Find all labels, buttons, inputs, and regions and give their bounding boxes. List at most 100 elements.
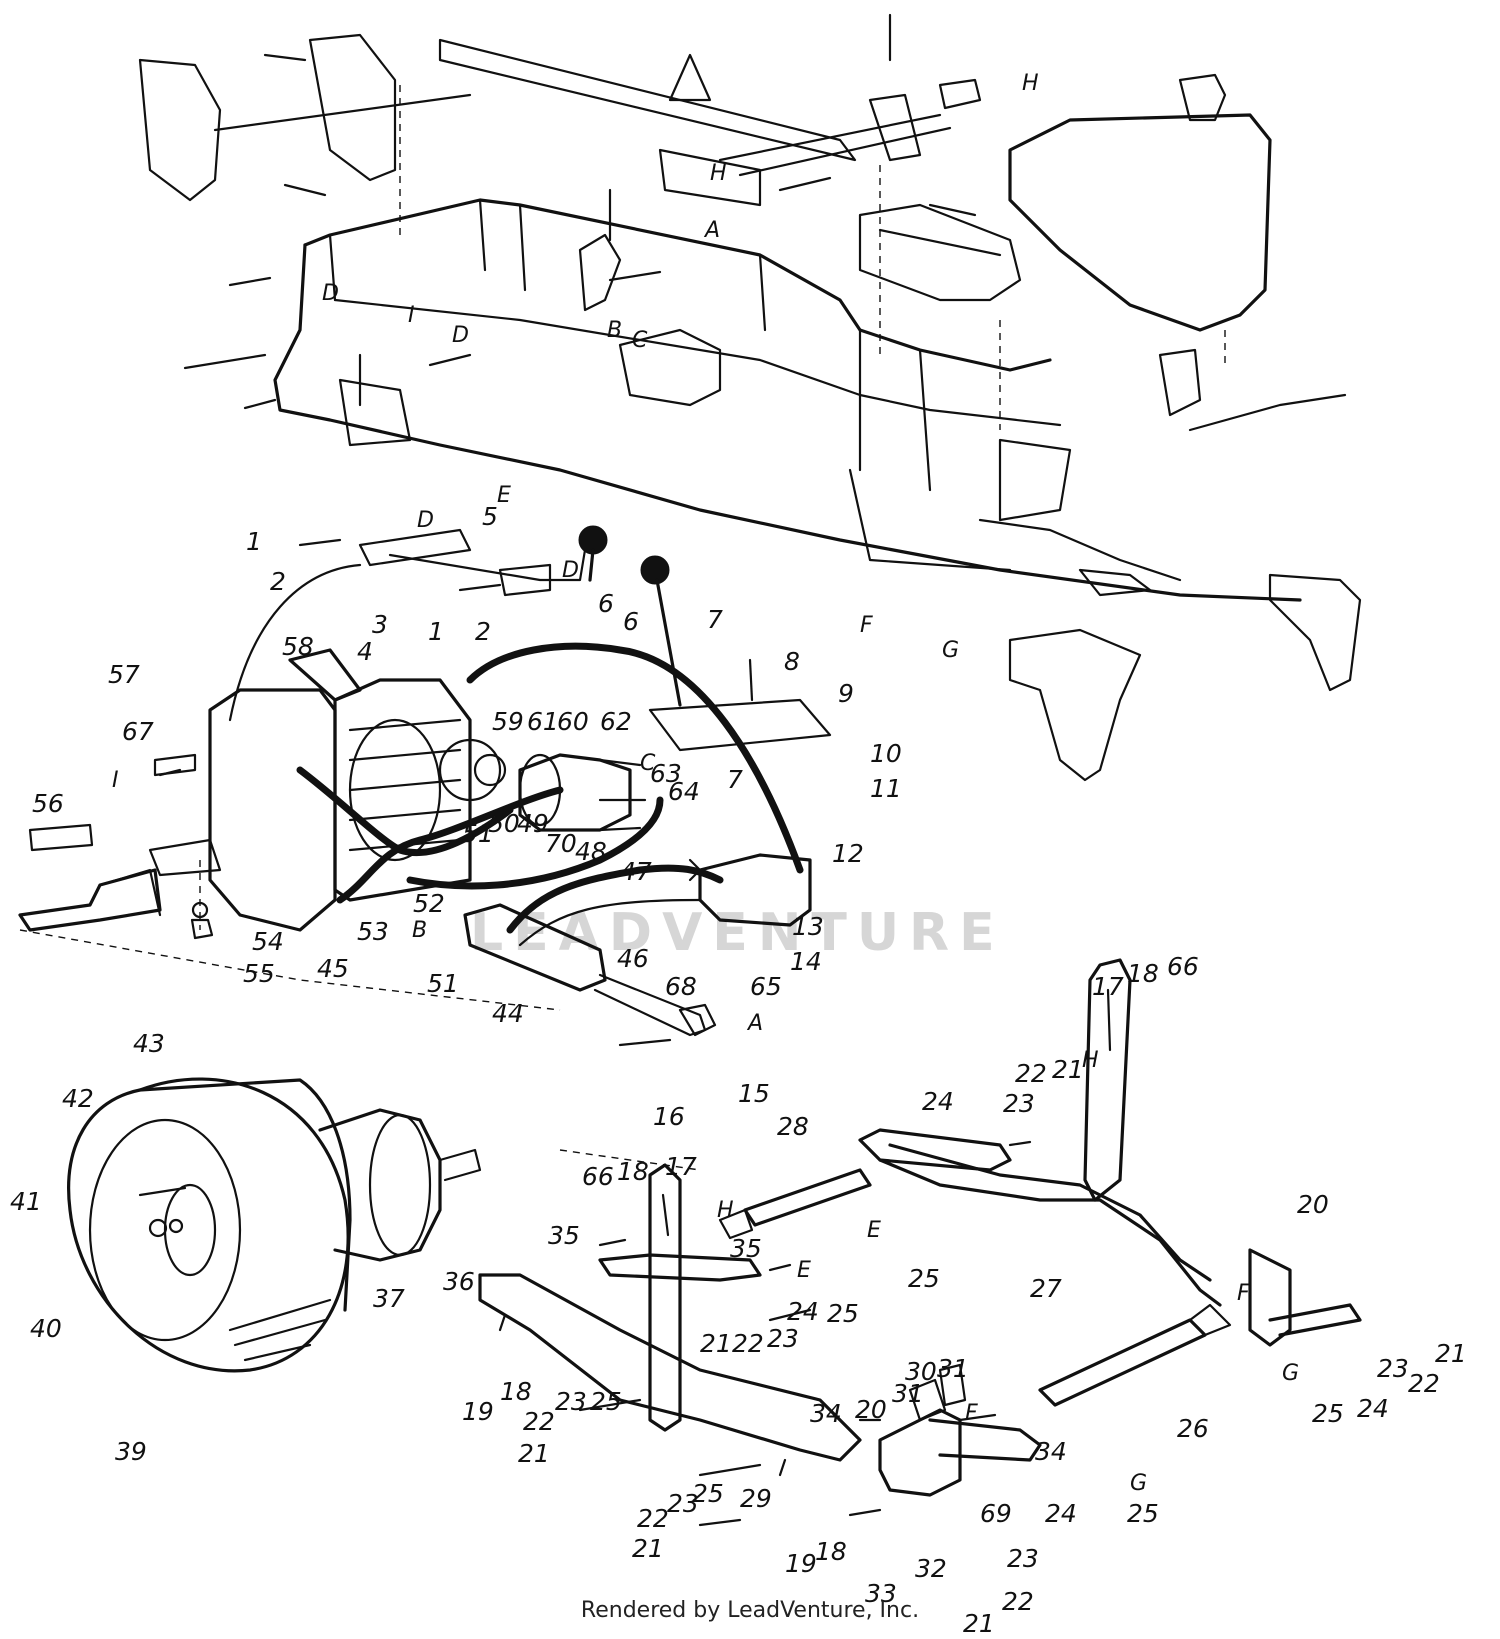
ref-letter-f: F bbox=[860, 613, 873, 638]
callout-59: 59 bbox=[492, 707, 524, 736]
callout-21: 21 bbox=[700, 1329, 732, 1358]
callout-22: 22 bbox=[637, 1504, 669, 1533]
callout-58: 58 bbox=[282, 632, 314, 661]
callout-21: 21 bbox=[963, 1609, 995, 1638]
ref-letter-f: F bbox=[1237, 1281, 1250, 1306]
callout-24: 24 bbox=[1357, 1394, 1389, 1423]
callout-56: 56 bbox=[32, 789, 64, 818]
ref-letter-i: I bbox=[408, 303, 415, 328]
ref-letter-h: H bbox=[710, 161, 727, 186]
callout-34: 34 bbox=[1035, 1437, 1067, 1466]
callout-17: 17 bbox=[1092, 972, 1124, 1001]
callout-11: 11 bbox=[870, 774, 902, 803]
callout-labels: 1 1 2 2 3 4 5 6 6 7 7 8 9 10 11 12 13 14… bbox=[10, 502, 1467, 1638]
callout-21: 21 bbox=[1052, 1055, 1084, 1084]
callout-22: 22 bbox=[1015, 1059, 1047, 1088]
callout-46: 46 bbox=[617, 944, 649, 973]
watermark-text: LEADVENTURE bbox=[470, 903, 1005, 963]
callout-8: 8 bbox=[784, 647, 800, 676]
callout-67: 67 bbox=[122, 717, 154, 746]
callout-41: 41 bbox=[10, 1187, 42, 1216]
callout-21: 21 bbox=[1435, 1339, 1467, 1368]
callout-36: 36 bbox=[443, 1267, 475, 1296]
frame-assembly bbox=[138, 13, 1362, 782]
callout-1: 1 bbox=[246, 527, 262, 556]
callout-22: 22 bbox=[1408, 1369, 1440, 1398]
callout-16: 16 bbox=[653, 1102, 685, 1131]
callout-1: 1 bbox=[428, 617, 444, 646]
ref-letter-g: G bbox=[1130, 1471, 1147, 1496]
ref-letter-f: F bbox=[965, 1401, 978, 1426]
wheel-assembly bbox=[67, 1077, 482, 1373]
callout-25: 25 bbox=[1312, 1399, 1344, 1428]
callout-10: 10 bbox=[870, 739, 902, 768]
callout-20: 20 bbox=[1297, 1190, 1329, 1219]
callout-13: 13 bbox=[792, 912, 824, 941]
callout-57: 57 bbox=[108, 660, 140, 689]
callout-49: 49 bbox=[517, 809, 549, 838]
ref-letter-e: E bbox=[867, 1218, 881, 1243]
callout-66: 66 bbox=[1167, 952, 1199, 981]
callout-14: 14 bbox=[790, 947, 822, 976]
callout-18: 18 bbox=[617, 1157, 649, 1186]
callout-35: 35 bbox=[548, 1221, 580, 1250]
callout-44: 44 bbox=[492, 999, 524, 1028]
callout-21: 21 bbox=[632, 1534, 664, 1563]
callout-69: 69 bbox=[980, 1499, 1012, 1528]
callout-24: 24 bbox=[1045, 1499, 1077, 1528]
callout-55: 55 bbox=[243, 959, 275, 988]
callout-6: 6 bbox=[598, 589, 614, 618]
callout-68: 68 bbox=[665, 972, 697, 1001]
ref-letter-a: A bbox=[746, 1011, 763, 1036]
callout-64: 64 bbox=[668, 777, 700, 806]
callout-47: 47 bbox=[620, 857, 652, 886]
callout-12: 12 bbox=[832, 839, 864, 868]
ref-letter-d: D bbox=[417, 508, 434, 533]
callout-40: 40 bbox=[30, 1314, 62, 1343]
callout-23: 23 bbox=[1003, 1089, 1035, 1118]
callout-50: 50 bbox=[488, 809, 520, 838]
callout-63: 63 bbox=[650, 759, 682, 788]
ref-letter-d: D bbox=[452, 323, 469, 348]
callout-32: 32 bbox=[915, 1554, 947, 1583]
callout-62: 62 bbox=[600, 707, 632, 736]
callout-39: 39 bbox=[115, 1437, 147, 1466]
callout-31: 31 bbox=[892, 1379, 924, 1408]
ref-letter-e: E bbox=[797, 1258, 811, 1283]
callout-22: 22 bbox=[732, 1329, 764, 1358]
ref-letter-g: G bbox=[1282, 1361, 1299, 1386]
callout-26: 26 bbox=[1177, 1414, 1209, 1443]
callout-51: 51 bbox=[427, 969, 459, 998]
callout-18: 18 bbox=[500, 1377, 532, 1406]
callout-4: 4 bbox=[357, 637, 373, 666]
callout-35: 35 bbox=[730, 1234, 762, 1263]
ref-letter-d: D bbox=[562, 558, 579, 583]
callout-19: 19 bbox=[462, 1397, 494, 1426]
callout-30: 30 bbox=[905, 1357, 937, 1386]
ref-letter-c: C bbox=[632, 328, 648, 353]
callout-29: 29 bbox=[740, 1484, 772, 1513]
ref-letter-h: H bbox=[1022, 71, 1039, 96]
ref-letter-g: G bbox=[942, 638, 959, 663]
callout-18: 18 bbox=[815, 1537, 847, 1566]
callout-25: 25 bbox=[908, 1264, 940, 1293]
callout-9: 9 bbox=[838, 679, 854, 708]
callout-45: 45 bbox=[317, 954, 349, 983]
callout-5: 5 bbox=[482, 502, 498, 531]
ref-letter-b: B bbox=[607, 318, 622, 343]
callout-27: 27 bbox=[1030, 1274, 1062, 1303]
callout-18: 18 bbox=[1127, 959, 1159, 988]
callout-51: 51 bbox=[462, 819, 494, 848]
callout-37: 37 bbox=[373, 1284, 405, 1313]
callout-24: 24 bbox=[922, 1087, 954, 1116]
ref-letter-e: E bbox=[497, 483, 511, 508]
callout-22: 22 bbox=[1002, 1587, 1034, 1616]
callout-23: 23 bbox=[1377, 1354, 1409, 1383]
callout-53: 53 bbox=[357, 917, 389, 946]
callout-17: 17 bbox=[665, 1152, 697, 1181]
reference-letters: A A B B C C D D D D E E E F F F G G G H … bbox=[112, 71, 1299, 1496]
callout-60: 60 bbox=[557, 707, 589, 736]
callout-22: 22 bbox=[523, 1407, 555, 1436]
callout-52: 52 bbox=[413, 889, 445, 918]
